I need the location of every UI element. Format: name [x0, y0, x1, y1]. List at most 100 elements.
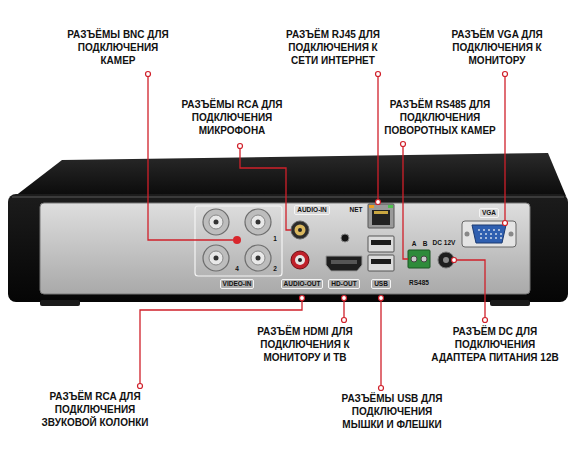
leader-line: [148, 74, 233, 240]
bnc-insulator: [251, 251, 265, 265]
marker-dot: [233, 236, 241, 244]
usb-slot: [371, 259, 391, 264]
bnc-shell: [203, 245, 229, 271]
leader-end: [238, 144, 243, 149]
housing-foot: [490, 300, 530, 306]
rca-jack-pin: [298, 258, 302, 262]
panel-label: A: [412, 240, 417, 248]
dc-pin: [443, 257, 449, 263]
terminal-screw: [411, 256, 417, 262]
bnc-shell: [245, 245, 271, 271]
rj45-led: [369, 205, 374, 208]
panel-label: VGA: [479, 208, 499, 218]
callout-text: РАЗЪЁМ RJ45 ДЛЯ ПОДКЛЮЧЕНИЯ К СЕТИ ИНТЕР…: [277, 28, 389, 67]
panel-label: AUDIO-IN: [294, 205, 330, 215]
bnc-pin: [214, 256, 219, 261]
bnc-insulator: [209, 215, 223, 229]
housing-edge: [12, 196, 564, 198]
bnc-frame: [195, 206, 282, 276]
leader-ends: [138, 72, 508, 391]
rear-panel: [40, 203, 530, 294]
panel-label: NET: [350, 206, 363, 214]
vga-screw: [509, 232, 514, 237]
vga-pins: [478, 229, 502, 239]
vga-pin: [485, 237, 487, 239]
vga-pin: [500, 233, 502, 235]
rca-jack: [291, 221, 309, 239]
panel-label: RS485: [409, 279, 429, 287]
terminal-screw: [421, 256, 427, 262]
leader-end: [146, 72, 151, 77]
callout-text: РАЗЪЁМЫ BNC ДЛЯ ПОДКЛЮЧЕНИЯ КАМЕР: [62, 28, 174, 67]
vga-pin: [490, 237, 492, 239]
vga-pin: [480, 233, 482, 235]
vga-pin: [490, 233, 492, 235]
rs485-terminal: [408, 250, 430, 268]
rca-jack-ring: [295, 225, 306, 236]
leader-end: [503, 72, 508, 77]
callout-text: РАЗЪЁМ RS485 ДЛЯ ПОДКЛЮЧЕНИЯ ПОВОРОТНЫХ …: [380, 98, 500, 137]
leader-end: [376, 72, 381, 77]
rca-jack-ring: [295, 255, 305, 265]
panel-label: B: [423, 240, 428, 248]
vga-shell: [462, 221, 516, 247]
vga-pin: [485, 233, 487, 235]
leader-line: [504, 74, 505, 223]
vga-port: [472, 225, 506, 243]
bnc-pin: [256, 220, 261, 225]
vga-screw: [465, 232, 470, 237]
leader-end: [342, 318, 347, 323]
callout-text: РАЗЪЁМЫ USB ДЛЯ ПОДКЛЮЧЕНИЯ МЫШКИ И ФЛЕШ…: [336, 392, 448, 431]
rj45-led: [388, 205, 393, 208]
housing-top: [10, 153, 566, 200]
reset-hole: [341, 234, 349, 242]
housing-front: [8, 194, 568, 302]
leader-lines: [140, 74, 505, 388]
rj45-pins: [374, 211, 388, 214]
vga-pin: [480, 237, 482, 239]
leader-end: [503, 221, 508, 226]
hdmi-port: [326, 256, 362, 271]
vga-pin: [495, 233, 497, 235]
leader-end: [483, 318, 488, 323]
rca-jack-red: [291, 251, 309, 269]
rj45-port: [368, 204, 394, 228]
rj45-socket: [372, 210, 390, 225]
usb-port: [368, 236, 394, 252]
vga-pin: [500, 237, 502, 239]
bnc-insulator: [209, 251, 223, 265]
vga-pin: [495, 237, 497, 239]
panel-label: VIDEO-IN: [220, 279, 255, 289]
bnc-insulator: [251, 215, 265, 229]
callout-text: РАЗЪЁМ VGA ДЛЯ ПОДКЛЮЧЕНИЯ К МОНИТОРУ: [441, 28, 553, 67]
leader-line: [240, 146, 291, 230]
channel-number: 1: [273, 235, 277, 243]
housing-foot: [40, 300, 80, 306]
leader-line: [343, 298, 344, 320]
bnc-shell: [245, 209, 271, 235]
vga-pin: [478, 229, 480, 231]
bnc-pin: [214, 220, 219, 225]
bnc-pin: [256, 256, 261, 261]
leader-end: [379, 296, 384, 301]
panel-label: HD-OUT: [328, 279, 359, 289]
panel-label: USB: [371, 279, 391, 289]
hdmi-tongue: [331, 260, 357, 264]
callout-text: РАЗЪЁМЫ RCA ДЛЯ ПОДКЛЮЧЕНИЯ МИКРОФОНА: [176, 98, 288, 137]
leader-end: [452, 258, 457, 263]
vga-pin: [493, 229, 495, 231]
leader-line: [403, 144, 408, 259]
leader-end: [376, 200, 381, 205]
channel-number: 2: [273, 265, 277, 273]
panel-label: AUDIO-OUT: [281, 279, 324, 289]
leader-end: [379, 386, 384, 391]
vga-pin: [483, 229, 485, 231]
leader-end: [300, 296, 305, 301]
leader-end: [342, 296, 347, 301]
usb-port: [368, 255, 394, 271]
vga-pin: [498, 229, 500, 231]
leader-end: [401, 142, 406, 147]
